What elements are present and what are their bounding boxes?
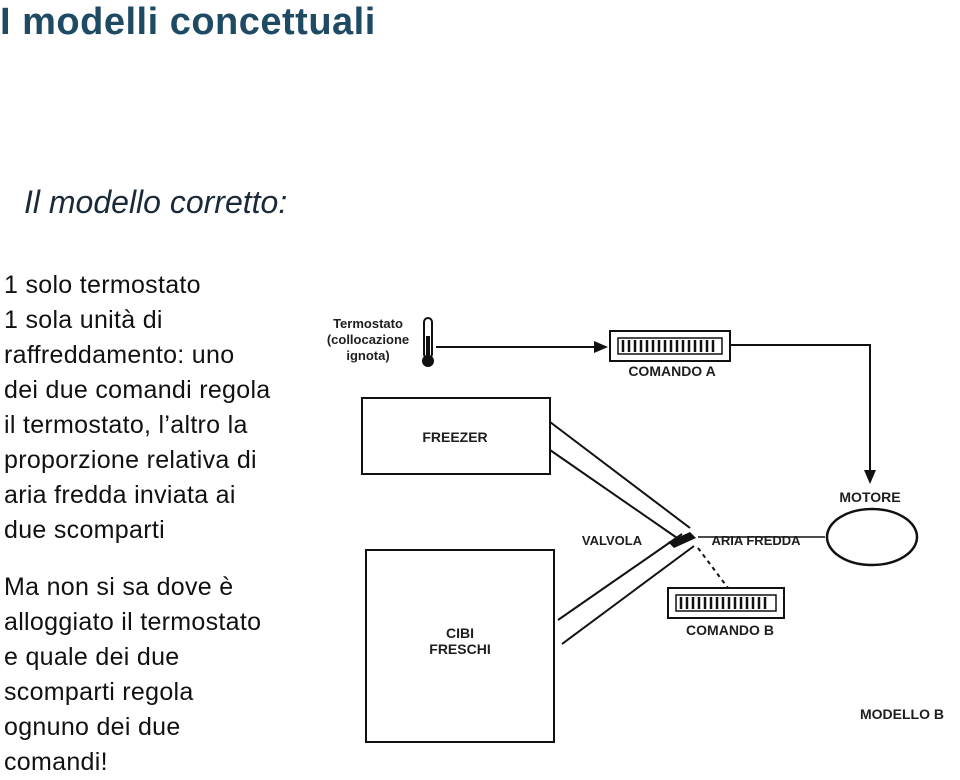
valve-label: VALVOLA <box>582 533 643 548</box>
fresh-food-label-line: CIBI <box>446 625 474 641</box>
arrow-head-icon <box>864 470 876 484</box>
thermostat-label-line: (collocazione <box>327 332 409 347</box>
freezer-compartment <box>361 397 551 475</box>
dashed-link <box>697 547 729 589</box>
text-line: il termostato, l’altro la <box>4 411 248 439</box>
page-title: I modelli concettuali <box>0 1 376 43</box>
fresh-food-label-line: FRESCHI <box>429 641 490 657</box>
text-line: dei due comandi regola <box>4 376 271 404</box>
thermostat-label-line: ignota) <box>346 348 389 363</box>
model-label: MODELLO B <box>860 706 944 722</box>
fresh-food-compartment <box>365 549 555 743</box>
motor-icon <box>825 507 919 567</box>
description-paragraph: 1 solo termostato 1 sola unità di raffre… <box>4 268 271 548</box>
text-line: scomparti regola <box>4 678 194 706</box>
question-paragraph: Ma non si sa dove è alloggiato il termos… <box>4 570 261 780</box>
thermometer-icon <box>422 317 434 367</box>
control-a-label: COMANDO A <box>628 363 715 379</box>
subtitle: Il modello corretto: <box>24 184 288 220</box>
text-line: due scomparti <box>4 516 165 544</box>
cold-air-label: ARIA FREDDA <box>711 533 801 548</box>
text-line: raffreddamento: uno <box>4 341 235 369</box>
control-b-label: COMANDO B <box>686 622 774 638</box>
text-line: alloggiato il termostato <box>4 608 262 636</box>
text-line: 1 sola unità di <box>4 306 163 334</box>
connector-line <box>730 344 871 472</box>
control-b-dial <box>667 587 785 619</box>
control-a-dial <box>609 330 731 362</box>
arrow-head-icon <box>594 341 608 353</box>
text-line: ognuno dei due <box>4 713 181 741</box>
freezer-label: FREEZER <box>422 429 487 445</box>
text-line: Ma non si sa dove è <box>4 573 234 601</box>
air-duct <box>549 421 695 645</box>
text-line: 1 solo termostato <box>4 271 201 299</box>
text-line: e quale dei due <box>4 643 180 671</box>
text-line: proporzione relativa di <box>4 446 257 474</box>
thermostat-label-line: Termostato <box>333 316 403 331</box>
text-line: aria fredda inviata ai <box>4 481 236 509</box>
motor-label: MOTORE <box>839 489 900 505</box>
valve-icon <box>668 532 696 548</box>
text-line: comandi! <box>4 748 108 776</box>
